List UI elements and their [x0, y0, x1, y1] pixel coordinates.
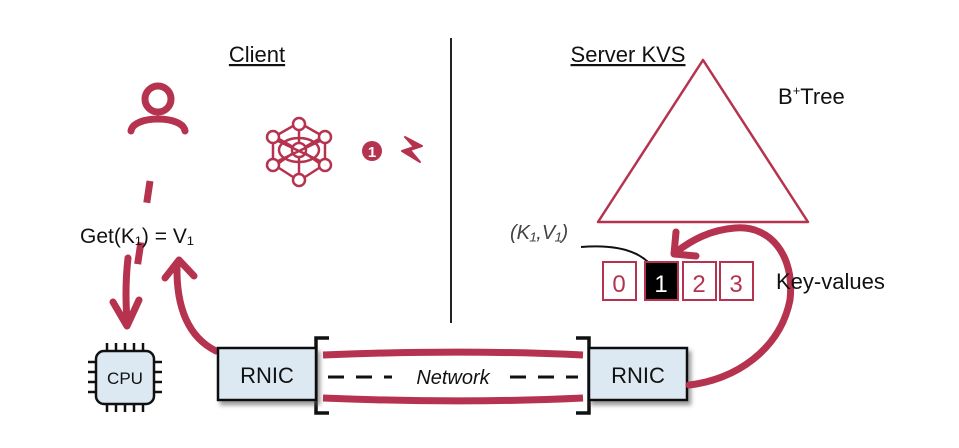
user-icon [127, 82, 189, 135]
response-arrowhead [161, 256, 198, 282]
request-arrow-user-to-cpu [131, 180, 154, 283]
kv-pair-leader [580, 245, 649, 263]
btree-label: B+Tree [778, 83, 845, 109]
rnic-server-box [587, 346, 689, 402]
network-cable-top [322, 348, 584, 359]
response-arrow [173, 261, 220, 355]
network-label: Network [416, 367, 490, 389]
arrow-down-to-cpu [122, 254, 132, 326]
kv-cell-text-1: 1 [654, 271, 667, 298]
rnic-client-label: RNIC [240, 363, 294, 388]
kv-cell-text-3: 3 [729, 271, 742, 298]
kv-cell-1 [644, 261, 679, 301]
kv-cell-text-0: 0 [612, 271, 625, 298]
client-title: Client [229, 42, 285, 67]
btree-triangle [596, 58, 810, 224]
lookup-arrowhead [670, 228, 700, 260]
client-port-bracket [314, 336, 329, 415]
kv-cell-text-2: 2 [692, 271, 705, 298]
key-values-label: Key-values [776, 269, 885, 294]
kv-cell-3 [719, 261, 754, 301]
kv-cells: 0 1 2 3 [602, 261, 754, 301]
query-text: Get(K₁) = V₁ [80, 225, 194, 248]
kv-cell-2 [682, 261, 717, 301]
network-graph-icon [265, 116, 333, 188]
step-number: 1 [368, 144, 376, 161]
step-marker: 1 [362, 141, 382, 161]
rnic-server-label: RNIC [611, 363, 665, 388]
lookup-arrow [672, 224, 795, 389]
cpu-chip-icon [88, 343, 162, 412]
server-title: Server KVS [571, 42, 686, 67]
kv-cell-0 [602, 261, 637, 301]
kv-pair-label: (K₁,V₁) [510, 222, 568, 244]
lightning-icon [401, 136, 423, 163]
rnic-client-box [216, 346, 318, 402]
network-cable-bottom [322, 394, 584, 405]
arrowhead-cpu [109, 296, 143, 330]
cpu-label: CPU [107, 369, 143, 388]
